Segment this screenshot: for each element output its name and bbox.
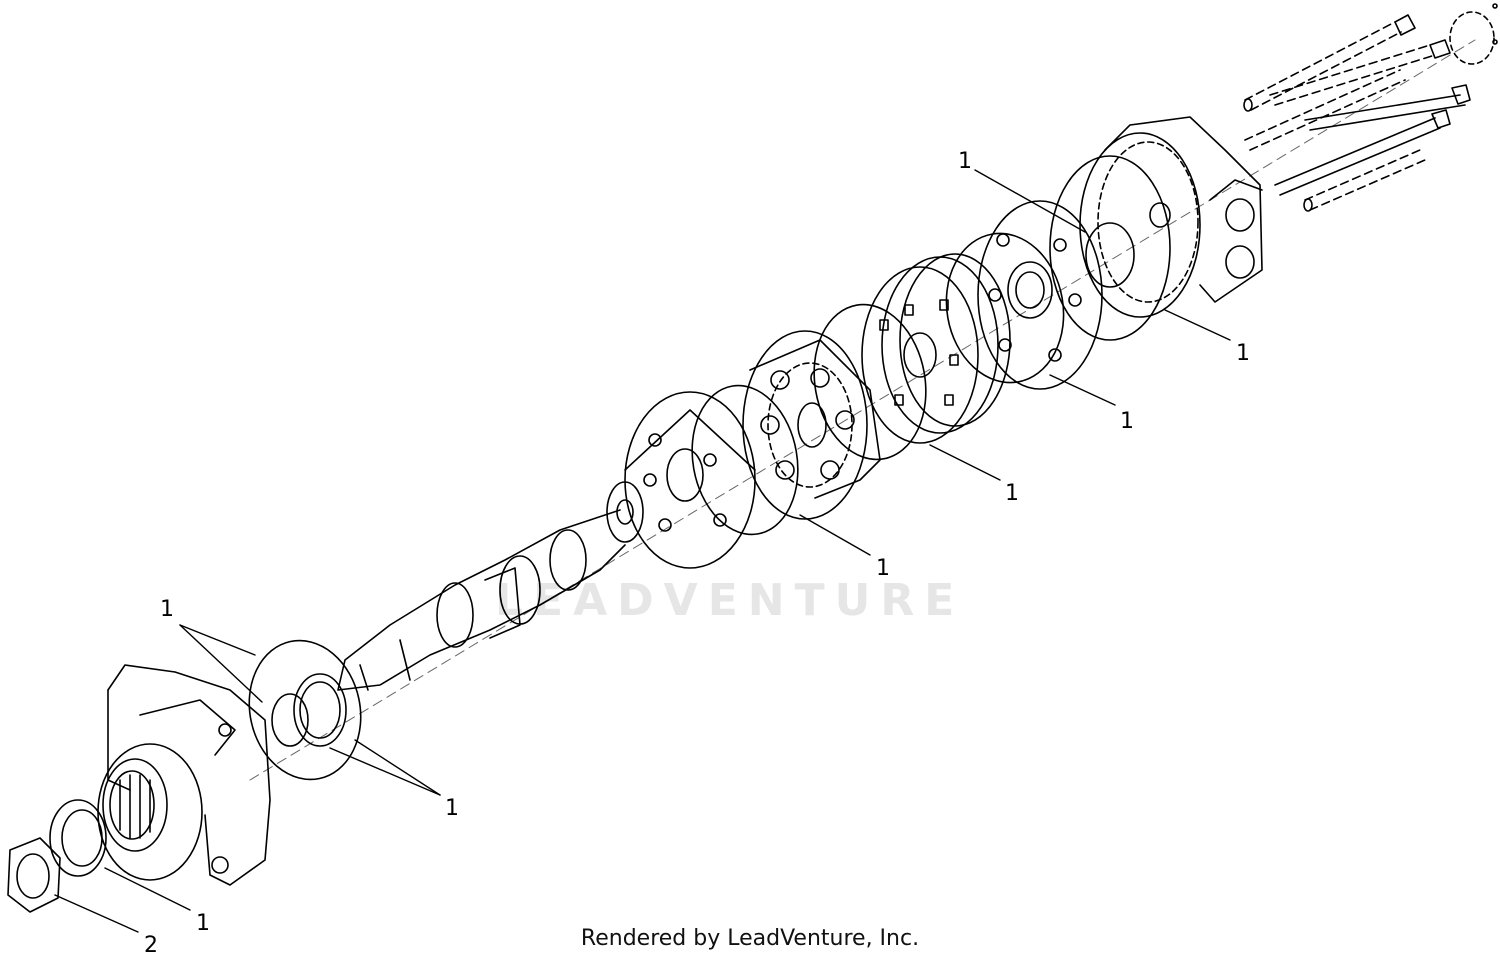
bolts-group[interactable] xyxy=(1243,3,1498,212)
leader-line xyxy=(179,624,256,656)
leader-line xyxy=(1164,309,1231,341)
gerotor-assembly[interactable] xyxy=(742,330,881,520)
bolt[interactable] xyxy=(1243,14,1416,112)
o-ring[interactable] xyxy=(681,377,809,543)
end-cap[interactable] xyxy=(1449,3,1498,65)
leader-line xyxy=(104,867,191,911)
hex-nut[interactable] xyxy=(7,837,61,913)
shaft-seal-ring[interactable] xyxy=(293,673,347,747)
leader-line xyxy=(329,747,441,796)
callout-number: 1 xyxy=(958,149,972,174)
callout-number: 1 xyxy=(160,597,174,622)
callout-number: 1 xyxy=(1005,481,1019,506)
callout-number: 1 xyxy=(445,796,459,821)
output-shaft[interactable] xyxy=(337,509,626,691)
callout-number: 1 xyxy=(1120,409,1134,434)
thrust-bearing[interactable] xyxy=(606,481,644,543)
mounting-flange-housing[interactable] xyxy=(97,664,271,886)
bolt[interactable] xyxy=(1244,69,1471,151)
leader-line xyxy=(54,894,139,933)
bolt[interactable] xyxy=(1269,39,1451,106)
leader-line xyxy=(1049,374,1116,406)
leader-line xyxy=(929,444,1001,481)
shaft-seal-large[interactable] xyxy=(237,630,374,790)
bolt[interactable] xyxy=(1274,109,1451,212)
o-ring-small[interactable] xyxy=(1085,222,1135,288)
o-ring[interactable] xyxy=(1049,155,1171,341)
leader-lines xyxy=(54,169,1231,933)
callout-number: 2 xyxy=(144,933,158,958)
callout-number: 1 xyxy=(196,911,210,936)
valve-plate[interactable] xyxy=(977,200,1103,390)
render-credit-footer: Rendered by LeadVenture, Inc. xyxy=(580,926,920,951)
dust-seal[interactable] xyxy=(49,799,107,877)
assembly-axis-line xyxy=(249,39,1476,781)
end-cover-housing[interactable] xyxy=(1079,116,1263,318)
callout-number: 1 xyxy=(876,556,890,581)
watermark-text: LEADVENTURE xyxy=(495,575,964,626)
leader-line xyxy=(974,169,1086,233)
callout-number: 1 xyxy=(1236,341,1250,366)
wear-plate[interactable] xyxy=(624,391,756,569)
leader-line xyxy=(354,739,441,796)
shaft-seal-ring[interactable] xyxy=(271,693,309,747)
leader-line xyxy=(179,624,263,703)
o-ring[interactable] xyxy=(935,224,1075,392)
leader-line xyxy=(799,514,871,556)
o-ring[interactable] xyxy=(802,296,937,469)
manifold-disc[interactable] xyxy=(861,253,1011,444)
